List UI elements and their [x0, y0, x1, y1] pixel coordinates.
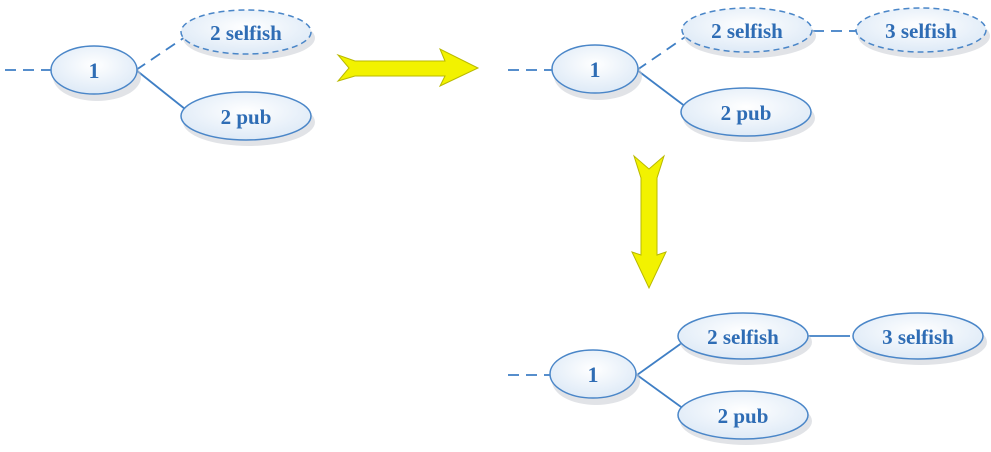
- panel-a-edge-1-to-2-pub: [135, 69, 191, 114]
- panel-c-node-2-pub-label: 2 pub: [718, 404, 769, 428]
- panel-b-node-2-pub: [680, 87, 812, 137]
- panel-c-node-2-pub: [677, 390, 809, 440]
- panel-a-initial: 1 2 selfish 2 pub: [5, 9, 315, 146]
- panel-c-node-1: [549, 349, 637, 399]
- panel-a-node-1-label: 1: [89, 58, 100, 83]
- panel-a-node-2-selfish: [180, 9, 312, 55]
- panel-b-node-2-selfish: [681, 7, 813, 53]
- panel-c-node-3-selfish: [852, 312, 984, 360]
- panel-a-edge-1-to-2-selfish: [135, 34, 189, 71]
- panel-b-node-2-selfish-label: 2 selfish: [711, 19, 783, 43]
- panel-b-node-3-selfish: [855, 7, 987, 53]
- panel-c-node-2-selfish: [677, 312, 809, 360]
- panel-c-node-2-selfish-label: 2 selfish: [707, 325, 779, 349]
- panel-a-node-2-selfish-label: 2 selfish: [210, 21, 282, 45]
- panel-c-edge-1-to-2-selfish: [636, 339, 687, 376]
- panel-a-node-1: [50, 45, 138, 95]
- panel-a-node-2-pub: [180, 91, 312, 141]
- panel-b-node-2-pub-label: 2 pub: [721, 101, 772, 125]
- panel-c-final: 1 2 selfish 3 selfish 2 pub: [508, 312, 987, 445]
- panel-b-node-1-label: 1: [590, 57, 601, 82]
- down-arrow-icon: [631, 154, 667, 290]
- panel-b-edge-1-to-2-selfish: [636, 34, 689, 71]
- right-arrow-icon: [336, 47, 480, 88]
- panel-c-node-1-label: 1: [588, 362, 599, 387]
- panel-c-node-3-selfish-label: 3 selfish: [882, 325, 954, 349]
- panel-c-edge-1-to-2-pub: [636, 374, 689, 413]
- panel-b-node-3-selfish-label: 3 selfish: [885, 19, 957, 43]
- panel-b-node-1: [551, 44, 639, 94]
- panel-a-node-2-pub-label: 2 pub: [221, 105, 272, 129]
- panel-b-selfish-extended: 1 2 selfish 3 selfish 2 pub: [508, 7, 990, 142]
- panel-b-edge-1-to-2-pub: [636, 69, 691, 111]
